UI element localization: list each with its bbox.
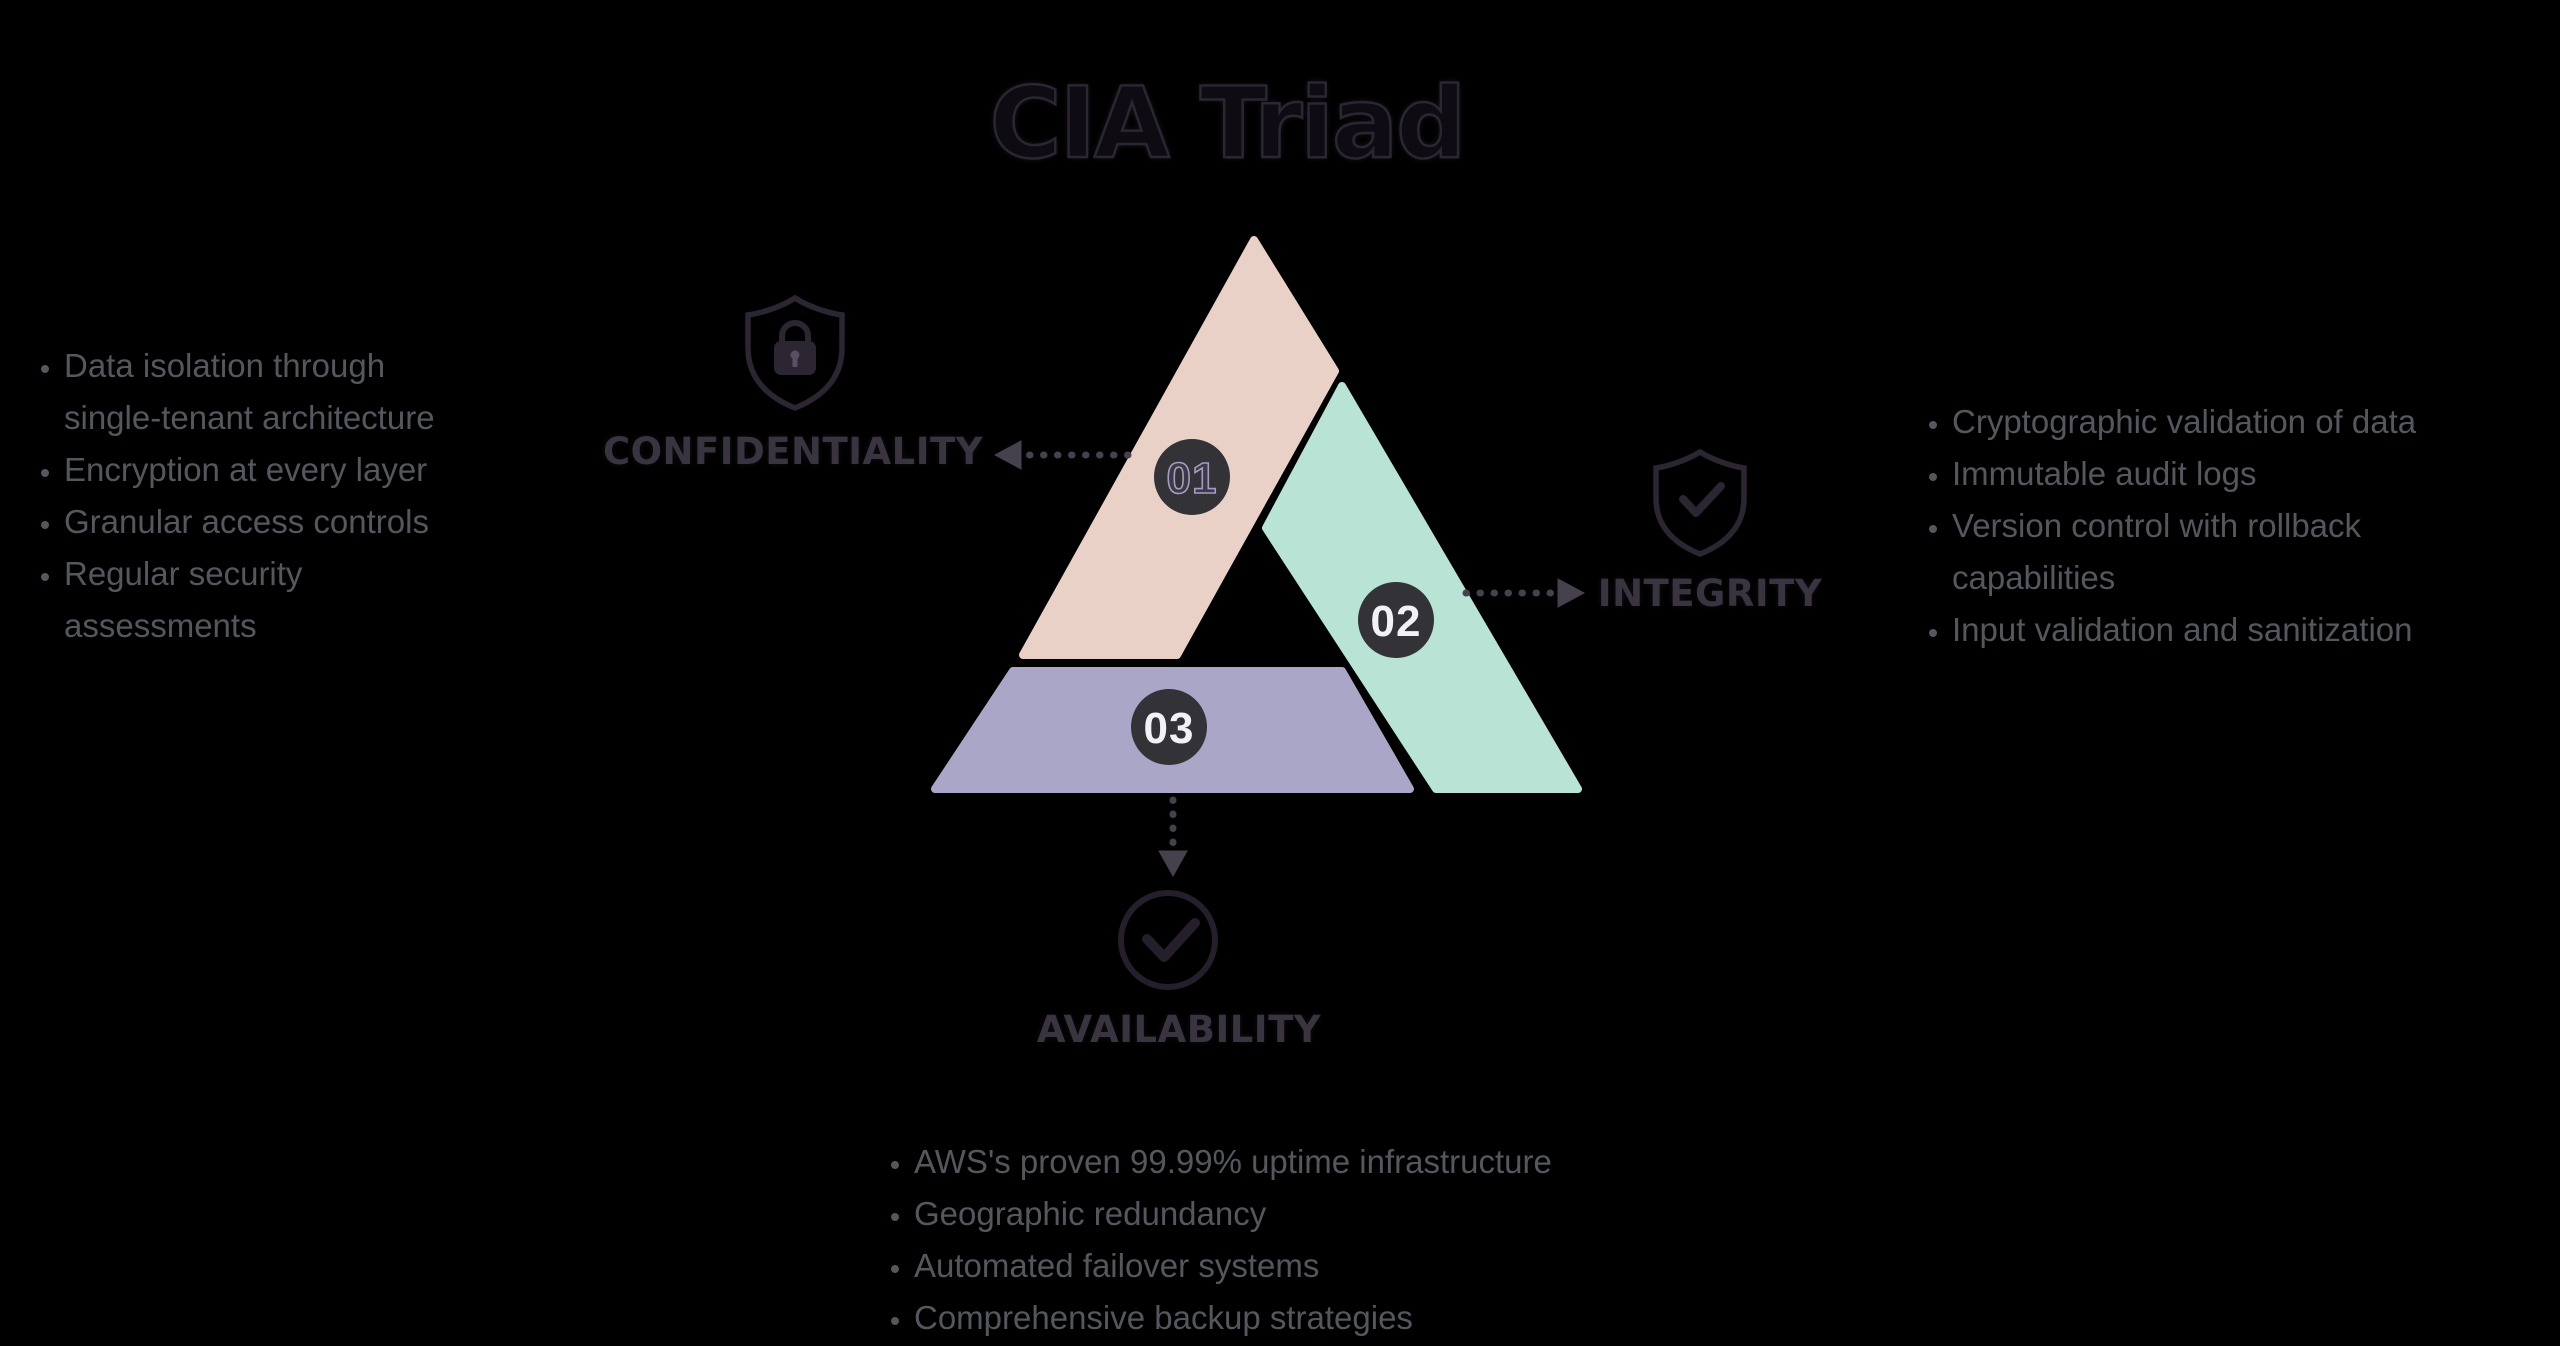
number-badges: 01 02 03 xyxy=(1131,439,1434,765)
integrity-list: Cryptographic validation of dataImmutabl… xyxy=(1916,396,2476,656)
list-item: Geographic redundancy xyxy=(914,1188,1814,1240)
list-item: Regular security assessments xyxy=(64,548,464,652)
list-item: Version control with rollback capabiliti… xyxy=(1952,500,2476,604)
arrow-to-availability xyxy=(1158,796,1188,878)
arrow-to-integrity xyxy=(1462,578,1586,608)
badge-01-number: 01 xyxy=(1167,454,1218,503)
list-item: Comprehensive backup strategies xyxy=(914,1292,1814,1344)
badge-01-circle xyxy=(1154,439,1230,515)
arrowhead-right-icon xyxy=(1557,578,1586,608)
list-item: Immutable audit logs xyxy=(1952,448,2476,500)
availability-label: AVAILABILITY xyxy=(1036,1008,1322,1051)
arrowhead-left-icon xyxy=(993,440,1022,470)
badge-02-circle xyxy=(1358,582,1434,658)
list-item: Input validation and sanitization xyxy=(1952,604,2476,656)
connector-arrows xyxy=(993,440,1586,878)
page-title: CIA Triad xyxy=(988,66,1467,181)
integrity-label: INTEGRITY xyxy=(1597,572,1823,615)
list-item: Encryption at every layer xyxy=(64,444,464,496)
availability-list: AWS's proven 99.99% uptime infrastructur… xyxy=(878,1136,1814,1344)
check-circle-icon xyxy=(1118,890,1218,990)
list-item: Data isolation through single-tenant arc… xyxy=(64,340,464,444)
triangle-bands xyxy=(931,236,1582,793)
badge-02-number: 02 xyxy=(1371,597,1422,646)
list-item: Automated failover systems xyxy=(914,1240,1814,1292)
arrow-to-confidentiality xyxy=(993,440,1132,470)
shield-check-icon xyxy=(1653,448,1747,557)
confidentiality-list: Data isolation through single-tenant arc… xyxy=(28,340,464,652)
badge-03-number: 03 xyxy=(1144,704,1195,753)
badge-03-circle xyxy=(1131,689,1207,765)
integrity-segment xyxy=(1262,382,1582,793)
arrowhead-down-icon xyxy=(1158,850,1188,878)
list-item: Cryptographic validation of data xyxy=(1952,396,2476,448)
shield-lock-icon xyxy=(745,294,845,411)
confidentiality-label: CONFIDENTIALITY xyxy=(602,430,984,473)
list-item: AWS's proven 99.99% uptime infrastructur… xyxy=(914,1136,1814,1188)
list-item: Granular access controls xyxy=(64,496,464,548)
